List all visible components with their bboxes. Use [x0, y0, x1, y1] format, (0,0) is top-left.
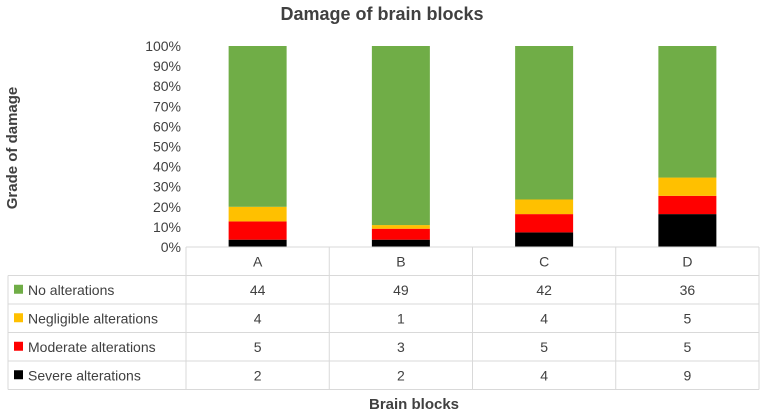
data-label: 4	[540, 310, 548, 326]
bar-segment	[371, 228, 430, 240]
data-label: 49	[393, 282, 409, 298]
y-axis-ticks: 0% 10% 20% 30% 40% 50% 60% 70% 80% 90% 100%	[145, 38, 181, 255]
y-tick-label: 60%	[153, 118, 181, 134]
bar-segment	[228, 221, 287, 240]
legend-label: Severe alterations	[28, 367, 141, 383]
bar-segment	[658, 177, 717, 196]
legend-swatch	[14, 313, 23, 323]
bar-segment	[658, 195, 717, 215]
data-label: 5	[540, 339, 548, 355]
bar-segment	[228, 46, 287, 207]
data-label: 3	[397, 339, 405, 355]
data-label: 1	[397, 310, 405, 326]
y-tick-label: 0%	[161, 239, 181, 255]
legend-swatch	[14, 284, 23, 294]
legend-label: Negligible alterations	[28, 310, 158, 326]
data-label: 44	[250, 282, 266, 298]
bar-segment	[515, 46, 574, 200]
bar-segment	[371, 46, 430, 226]
data-label: 42	[536, 282, 552, 298]
legend-label: Moderate alterations	[28, 339, 156, 355]
x-tick-label: A	[253, 253, 263, 269]
y-tick-label: 100%	[145, 38, 181, 54]
bar-segment	[228, 206, 287, 222]
data-label: 4	[254, 310, 262, 326]
data-label: 36	[680, 282, 696, 298]
data-label: 5	[683, 310, 691, 326]
data-label: 2	[397, 367, 405, 383]
data-label: 5	[254, 339, 262, 355]
x-tick-label: D	[682, 253, 692, 269]
bars	[228, 46, 717, 247]
data-label: 4	[540, 367, 548, 383]
data-label: 5	[683, 339, 691, 355]
y-tick-label: 50%	[153, 139, 181, 155]
bar-segment	[371, 239, 430, 247]
data-label: 2	[254, 367, 262, 383]
y-tick-label: 40%	[153, 159, 181, 175]
y-tick-label: 30%	[153, 179, 181, 195]
bar-segment	[228, 239, 287, 247]
chart-title: Damage of brain blocks	[280, 4, 483, 24]
y-tick-label: 70%	[153, 98, 181, 114]
bar-segment	[371, 225, 430, 229]
y-axis-title: Grade of damage	[4, 87, 21, 210]
legend-label: No alterations	[28, 282, 114, 298]
bar-segment	[658, 46, 717, 178]
y-tick-label: 90%	[153, 58, 181, 74]
y-tick-label: 20%	[153, 199, 181, 215]
y-tick-label: 10%	[153, 219, 181, 235]
x-axis-title: Brain blocks	[369, 396, 459, 413]
data-label: 9	[683, 367, 691, 383]
y-tick-label: 80%	[153, 78, 181, 94]
bar-segment	[515, 199, 574, 215]
bar-segment	[658, 214, 717, 247]
x-tick-label: B	[396, 253, 405, 269]
bar-segment	[515, 232, 574, 247]
legend-swatch	[14, 370, 23, 380]
x-tick-label: C	[539, 253, 549, 269]
legend-swatch	[14, 341, 23, 351]
bar-segment	[515, 214, 574, 233]
data-table-grid	[7, 246, 760, 390]
